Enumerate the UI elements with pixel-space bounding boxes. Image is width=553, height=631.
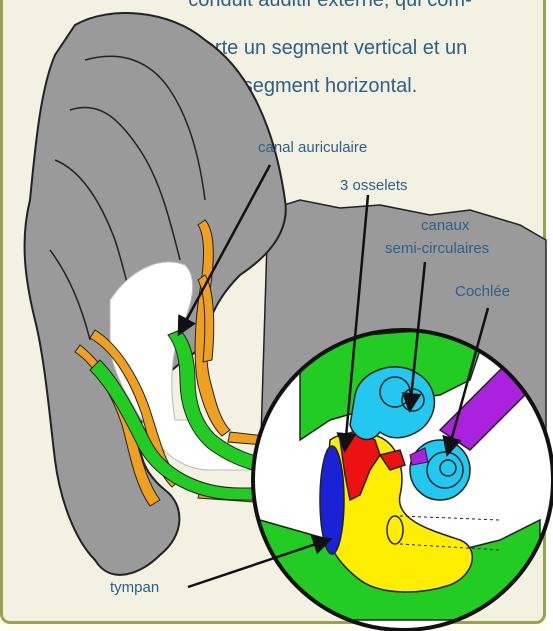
label-canaux-line2: semi-circulaires xyxy=(385,240,489,257)
label-canal-auriculaire: canal auriculaire xyxy=(258,139,367,156)
label-osselets: 3 osselets xyxy=(340,177,408,194)
label-cochlee: Cochlée xyxy=(455,283,510,300)
label-canaux-line1: canaux xyxy=(421,217,470,234)
label-tympan: tympan xyxy=(110,579,159,596)
